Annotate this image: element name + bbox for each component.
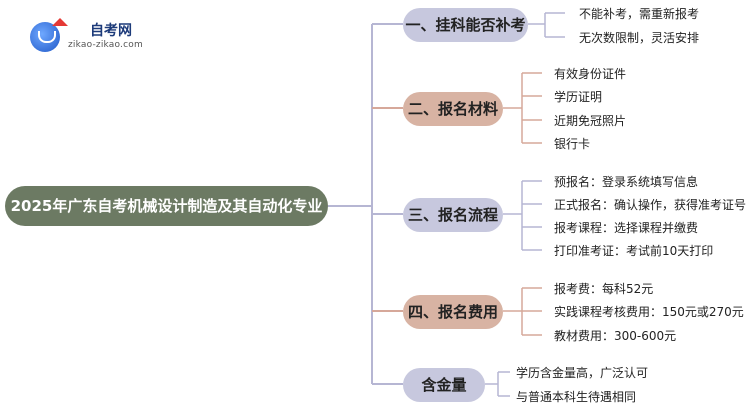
leaf-item: 学历含金量高，广泛认可 [516, 366, 649, 380]
leaf-item: 实践课程考核费用：150元或270元 [554, 305, 744, 319]
leaf-item: 银行卡 [554, 137, 591, 151]
logo-globe-icon [30, 22, 60, 52]
logo-title: 自考网 [90, 23, 132, 39]
logo-url: zikao-zikao.com [68, 40, 143, 50]
leaf-item: 正式报名：确认操作，获得准考证号 [554, 198, 747, 212]
leaf-item: 报考课程：选择课程并缴费 [554, 221, 699, 235]
graduation-cap-icon [52, 18, 68, 26]
leaf-item: 无次数限制，灵活安排 [579, 31, 700, 45]
branch-retake: 一、挂科能否补考 [403, 8, 528, 42]
leaf-item: 有效身份证件 [554, 67, 627, 81]
mindmap-root: 2025年广东自考机械设计制造及其自动化专业 [5, 186, 328, 226]
leaf-item: 预报名：登录系统填写信息 [554, 175, 699, 189]
leaf-item: 打印准考证：考试前10天打印 [554, 244, 714, 258]
branch-fees: 四、报名费用 [403, 295, 503, 329]
leaf-item: 与普通本科生待遇相同 [516, 390, 637, 404]
leaf-item: 学历证明 [554, 90, 603, 104]
branch-materials: 二、报名材料 [403, 92, 503, 126]
leaf-item: 报考费：每科52元 [554, 282, 654, 296]
site-logo[interactable]: 自考网 zikao-zikao.com [30, 18, 150, 54]
leaf-item: 近期免冠照片 [554, 114, 627, 128]
branch-value: 含金量 [403, 368, 485, 402]
branch-process: 三、报名流程 [403, 198, 503, 232]
leaf-item: 不能补考，需重新报考 [579, 7, 700, 21]
leaf-item: 教材费用：300-600元 [554, 329, 677, 343]
